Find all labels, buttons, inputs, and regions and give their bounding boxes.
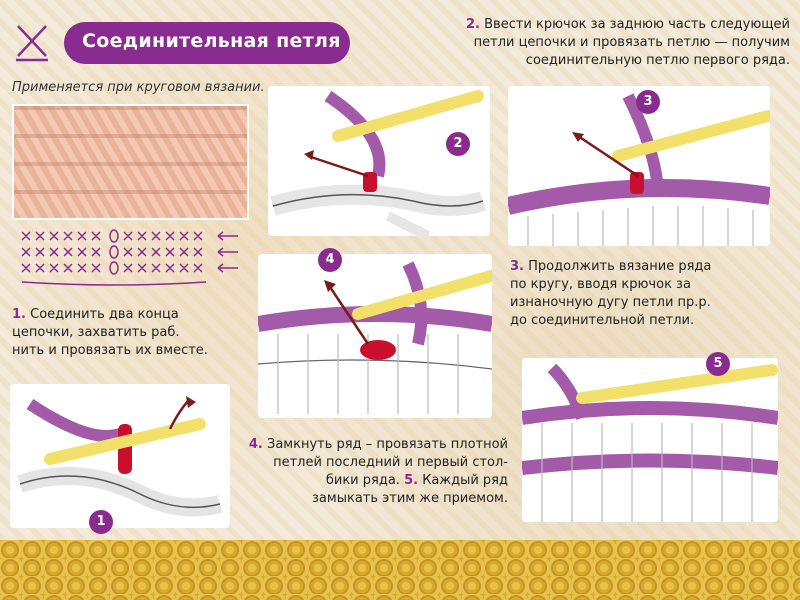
illustration-5 xyxy=(522,358,778,522)
step-2-line-3: соединительную петлю первого ряда. xyxy=(525,53,790,68)
title-banner xyxy=(64,22,350,64)
step-badge-4: 4 xyxy=(318,248,342,272)
step-2-text: 2. Ввести крючок за заднюю часть следующ… xyxy=(410,16,790,70)
step-5-line-2: замыкать этим же приемом. xyxy=(312,491,508,506)
crochet-logo-icon xyxy=(16,25,48,62)
illustration-1 xyxy=(10,384,230,528)
step-badge-1: 1 xyxy=(89,510,113,534)
step-4-line-2: петлей последний и первый стол- xyxy=(273,455,508,470)
page-subtitle: Применяется при круговом вязании. xyxy=(12,80,265,95)
step-1-number: 1. xyxy=(12,307,26,322)
step-4-line-1: Замкнуть ряд – провязать плотной xyxy=(266,437,508,452)
step-3-line-3: изнаночную дугу петли пр.р. xyxy=(510,295,711,310)
step-badge-3: 3 xyxy=(636,90,660,114)
step-1-line-3: нить и провязать их вместе. xyxy=(12,343,208,358)
crochet-chart-diagram xyxy=(21,229,238,286)
knitted-sample-photo xyxy=(12,104,249,220)
knitted-texture-footer xyxy=(0,540,800,600)
step-3-text: 3. Продолжить вязание ряда по кругу, вво… xyxy=(510,258,790,330)
step-5-number: 5. xyxy=(404,473,419,488)
step-2-number: 2. xyxy=(466,17,480,32)
page-title: Соединительная петля xyxy=(82,30,341,52)
step-1-text: 1. Соединить два конца цепочки, захватит… xyxy=(12,306,237,360)
step-2-line-1: Ввести крючок за заднюю часть следующей xyxy=(484,17,790,32)
step-5-line-1: Каждый ряд xyxy=(422,473,508,488)
step-4-line-3: бики ряда. xyxy=(325,473,400,488)
illustration-3 xyxy=(508,86,770,246)
step-1-line-1: Соединить два конца xyxy=(30,307,179,322)
step-4-number: 4. xyxy=(248,437,263,452)
step-3-line-4: до соединительной петли. xyxy=(510,313,695,328)
step-2-line-2: петли цепочки и провязать петлю — получи… xyxy=(473,35,790,50)
step-3-line-1: Продолжить вязание ряда xyxy=(528,259,712,274)
step-3-number: 3. xyxy=(510,259,524,274)
step-badge-5: 5 xyxy=(706,352,730,376)
step-badge-2: 2 xyxy=(446,132,470,156)
illustration-4 xyxy=(258,254,492,418)
step-4-5-text: 4. Замкнуть ряд – провязать плотной петл… xyxy=(220,436,508,508)
illustration-2 xyxy=(268,86,490,236)
step-3-line-2: по кругу, вводя крючок за xyxy=(510,277,691,292)
step-1-line-2: цепочки, захватить раб. xyxy=(12,325,180,340)
